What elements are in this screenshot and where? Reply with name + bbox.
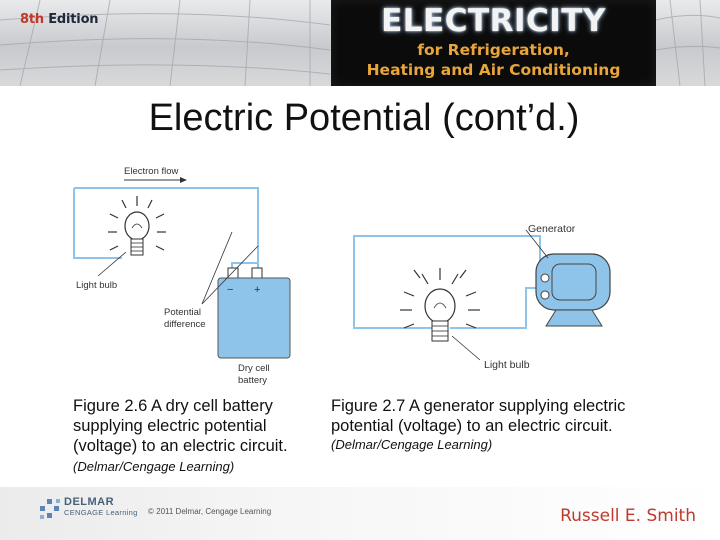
publisher-name: DELMAR	[64, 496, 115, 508]
circuit-wire	[73, 187, 259, 270]
figure-2-7-credit: (Delmar/Cengage Learning)	[331, 437, 493, 452]
header-banner: 8th Edition ELECTRICITY for Refrigeratio…	[0, 0, 720, 86]
edition-number: 8th	[20, 12, 44, 27]
bulb-leader-line	[451, 335, 481, 361]
bulb-leader-line	[97, 251, 127, 277]
book-title: ELECTRICITY	[381, 3, 606, 39]
generator-circuit-diagram: Generator Light bulb	[353, 223, 611, 371]
publisher-logo-icon	[40, 499, 60, 519]
figure-2-7-caption: Figure 2.7 A generator supplying electri…	[331, 396, 625, 436]
generator-icon	[535, 253, 611, 327]
potential-label-line1: Potential	[164, 307, 201, 318]
battery-plus-label: +	[254, 284, 260, 296]
battery-label-line1: Dry cell	[238, 363, 270, 374]
dry-cell-battery-icon	[217, 267, 291, 359]
figure-2-6-credit: (Delmar/Cengage Learning)	[73, 459, 235, 474]
caption-line: Figure 2.6 A dry cell battery	[73, 397, 273, 415]
figure-2-6-caption: Figure 2.6 A dry cell battery supplying …	[73, 396, 288, 456]
footer: DELMAR CENGAGE Learning © 2011 Delmar, C…	[0, 487, 720, 540]
electron-flow-label: Electron flow	[124, 166, 179, 177]
caption-line: supplying electric potential	[73, 417, 267, 435]
author-name: Russell E. Smith	[560, 506, 696, 526]
caption-line: potential (voltage) to an electric circu…	[331, 417, 613, 435]
light-bulb-label: Light bulb	[76, 280, 117, 291]
copyright: © 2011 Delmar, Cengage Learning	[148, 507, 272, 516]
generator-label: Generator	[528, 223, 576, 235]
grid-background-decoration	[0, 0, 720, 86]
edition-word: Edition	[48, 12, 99, 27]
potential-label-line2: difference	[164, 319, 206, 330]
caption-line: Figure 2.7 A generator supplying electri…	[331, 397, 626, 415]
generator-leader-line	[525, 229, 549, 259]
dry-cell-circuit-diagram: Electron flow Light bulb − +	[73, 166, 291, 386]
light-bulb-icon	[400, 268, 480, 342]
battery-label-line2: battery	[238, 375, 267, 386]
book-title-box: ELECTRICITY for Refrigeration, Heating a…	[331, 0, 656, 86]
figure-generator: Generator Light bulb	[340, 208, 620, 383]
book-subtitle-line1: for Refrigeration,	[417, 41, 570, 59]
slide-title: Electric Potential (cont’d.)	[148, 97, 580, 139]
publisher-sub: CENGAGE Learning	[64, 508, 138, 517]
potential-leader-lines	[201, 231, 259, 305]
figure-dry-cell-battery: Electron flow Light bulb − +	[62, 158, 312, 395]
book-subtitle-line2: Heating and Air Conditioning	[366, 61, 621, 79]
edition-label: 8th Edition	[20, 12, 99, 27]
electron-flow-arrow	[124, 177, 187, 183]
battery-minus-label: −	[227, 284, 233, 296]
caption-line: (voltage) to an electric circuit.	[73, 437, 288, 455]
light-bulb-icon	[108, 196, 166, 256]
light-bulb-label: Light bulb	[484, 359, 530, 371]
